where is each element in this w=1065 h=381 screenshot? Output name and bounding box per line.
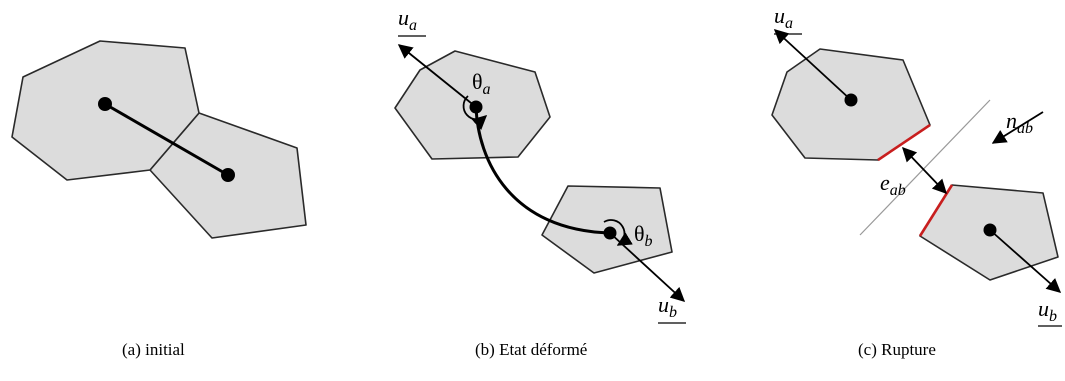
label-ub: ub — [658, 292, 677, 321]
rotation-arrow-a — [462, 95, 488, 131]
displacement-arrow-a — [397, 44, 477, 108]
figure-canvas: ua θa θb ub ua nab eab ub — [11, 3, 1062, 327]
caption-c: (c) Rupture — [858, 340, 936, 359]
caption-b: (b) Etat déformé — [475, 340, 588, 359]
gap-arrow — [902, 146, 947, 195]
label-ua: ua — [398, 5, 417, 34]
rotation-arrow-b — [603, 219, 633, 246]
normal-arrow — [991, 111, 1044, 144]
broken-edge-a — [877, 123, 931, 162]
displacement-arrow-b — [989, 229, 1062, 293]
label-theta-b: θb — [634, 221, 653, 250]
label-eab: eab — [880, 170, 906, 199]
label-ua: ua — [774, 3, 793, 32]
label-ub: ub — [1038, 296, 1057, 325]
center-a — [98, 97, 112, 111]
panel-a — [11, 40, 307, 239]
label-nab: nab — [1006, 108, 1033, 137]
displacement-arrow-a — [773, 29, 852, 101]
center-b — [221, 168, 235, 182]
panel-c: ua nab eab ub — [771, 3, 1062, 327]
caption-a: (a) initial — [122, 340, 185, 359]
bond-line — [104, 102, 229, 177]
label-theta-a: θa — [472, 69, 491, 98]
panel-b: ua θa θb ub — [394, 5, 686, 324]
